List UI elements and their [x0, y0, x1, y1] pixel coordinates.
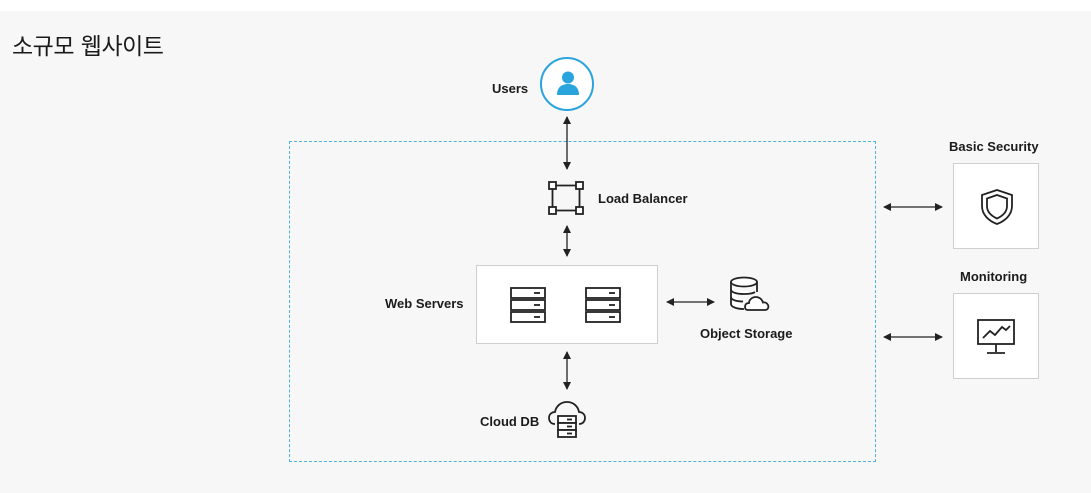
object-storage-label: Object Storage [700, 326, 793, 341]
web-servers-label: Web Servers [385, 296, 464, 311]
users-label: Users [492, 81, 529, 96]
users-node [540, 57, 594, 111]
basic-security-node [953, 163, 1039, 249]
load-balancer-icon [548, 181, 584, 215]
system-boundary [289, 141, 876, 462]
web-servers-group [476, 265, 658, 344]
user-icon [557, 71, 579, 95]
shield-icon [981, 189, 1013, 225]
monitoring-node [953, 293, 1039, 379]
cloud-database-icon [548, 401, 586, 438]
server-icon [510, 287, 546, 323]
monitor-chart-icon [977, 319, 1015, 354]
monitoring-label: Monitoring [960, 269, 1028, 284]
basic-security-label: Basic Security [949, 139, 1039, 154]
cloud-db-label: Cloud DB [480, 414, 540, 429]
database-cloud-icon [730, 276, 770, 311]
server-icon [585, 287, 621, 323]
load-balancer-label: Load Balancer [598, 191, 688, 206]
page-title: 소규모 웹사이트 [12, 34, 164, 60]
